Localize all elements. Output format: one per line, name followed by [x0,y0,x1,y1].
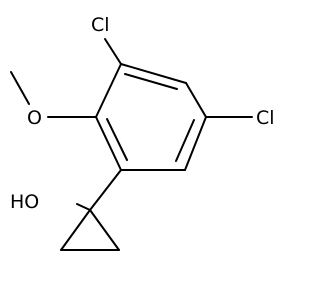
ring-bond-5 [95,116,122,171]
ring-bond-3 [184,116,207,171]
methoxy-oxygen-label: O [27,107,42,129]
ring-double-bond-inner-1 [124,73,178,90]
molecule-canvas: Cl Cl O HO [10,14,275,251]
ring-bond-1 [120,63,187,84]
chlorine-top-label: Cl [91,14,110,36]
cyclopropyl-attachment-bond [89,169,122,211]
hydroxyl-bond [76,203,91,211]
ring-double-bond-inner-3 [106,118,128,161]
cyclopropane-bond-left [60,209,91,251]
ring-bond-6 [95,63,122,118]
ring-bond-2 [185,82,207,118]
molecule-diagram: Cl Cl O HO [10,14,275,251]
hydroxyl-label: HO [10,191,39,213]
ring-double-bond-inner-2 [175,119,195,162]
cyclopropane-bond-right [89,209,120,251]
methyl-bond [10,71,30,105]
chlorine-top-bond [104,38,122,65]
chlorine-right-label: Cl [256,107,275,129]
